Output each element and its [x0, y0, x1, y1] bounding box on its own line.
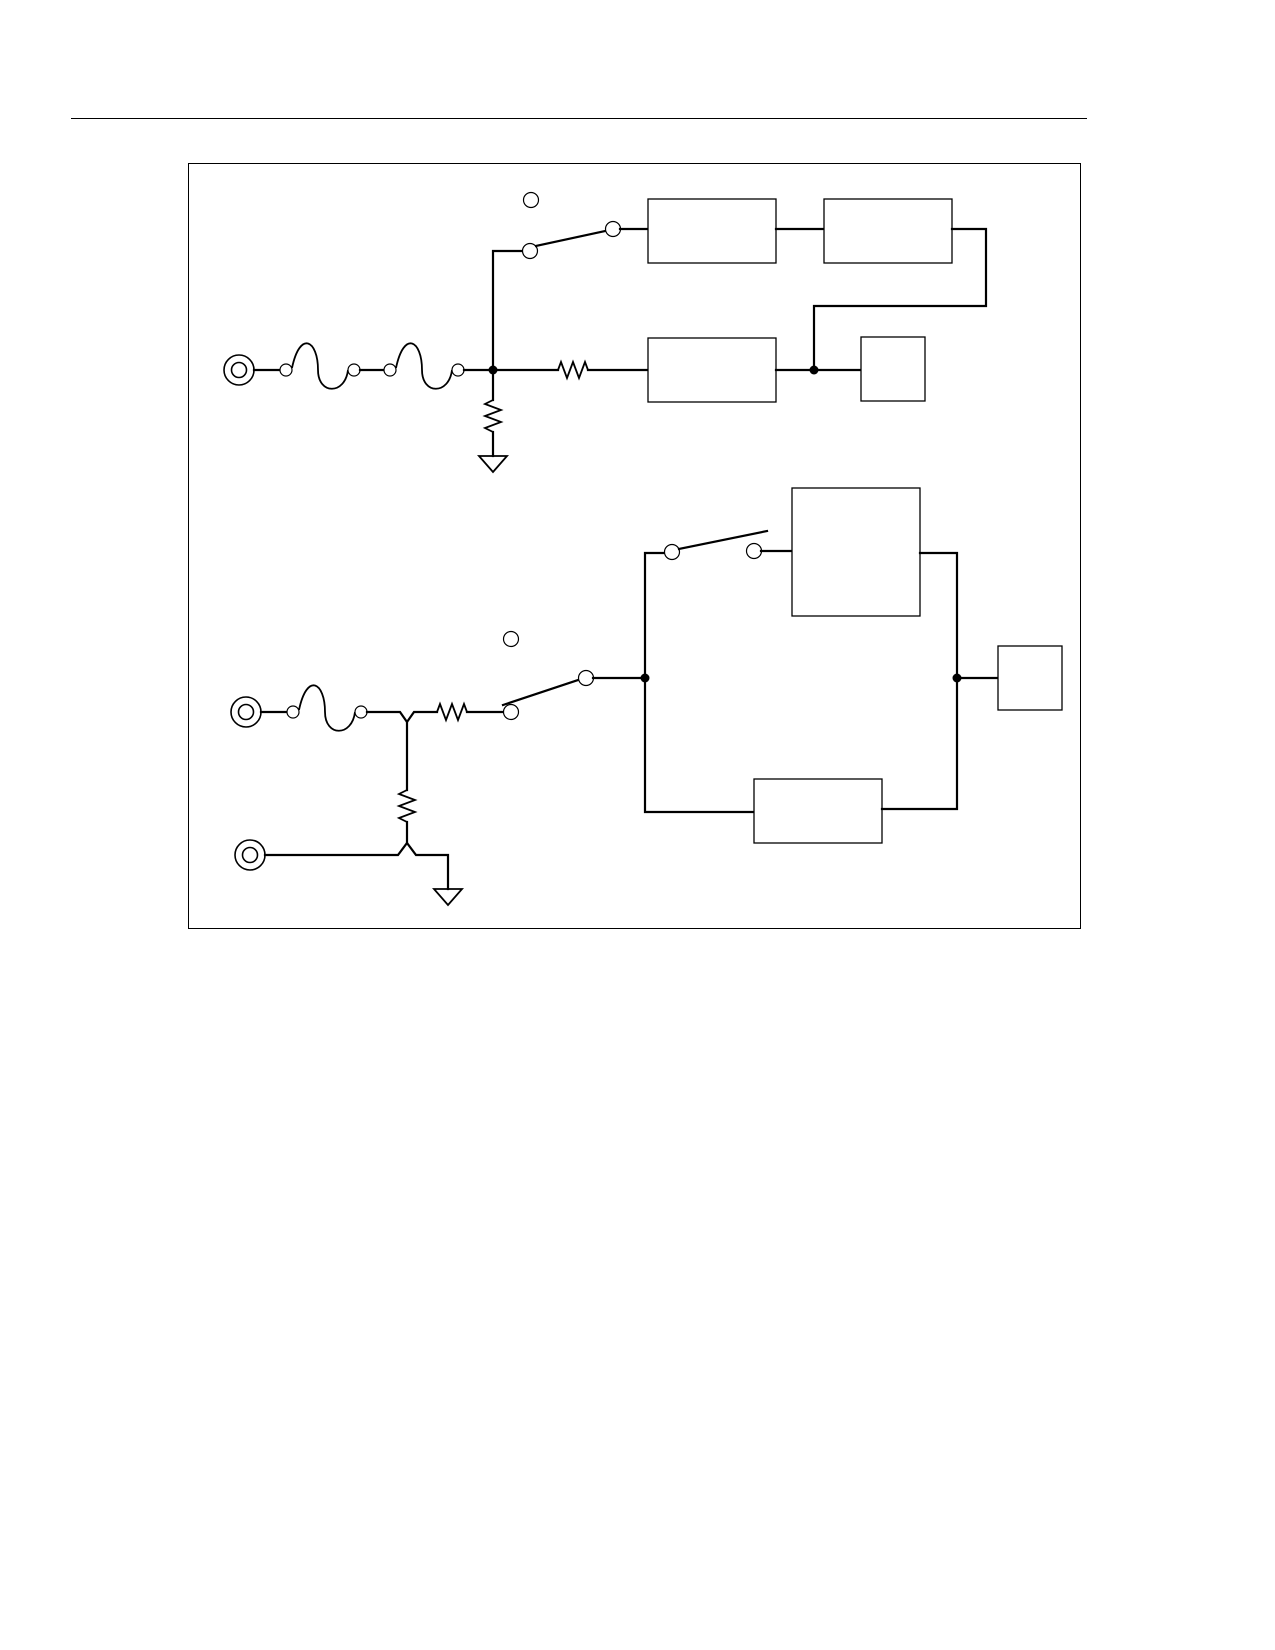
upper-shunt-resistor: [482, 399, 504, 433]
lower-series-resistor: [436, 701, 468, 723]
upper-block-c: [647, 337, 777, 403]
lower-block-large: [791, 487, 921, 617]
wire: [643, 551, 667, 680]
wire: [918, 551, 959, 680]
lower-circuit: [230, 487, 1063, 907]
lower-block-bottom: [753, 778, 883, 844]
upper-block-d: [860, 336, 926, 402]
upper-ground-symbol: [477, 455, 509, 474]
lower-switch-branch: [663, 529, 769, 561]
upper-input-jack: [223, 354, 255, 386]
upper-circuit: [223, 191, 988, 474]
page-header-rule: [71, 118, 1087, 119]
upper-block-b: [823, 198, 953, 264]
lower-common-jack: [234, 839, 266, 871]
wire: [643, 676, 756, 814]
wire: [880, 676, 959, 811]
wire: [263, 841, 450, 891]
lower-input-jack: [230, 696, 262, 728]
upper-fuse-1: [279, 342, 361, 390]
lower-switch-main: [501, 630, 595, 721]
diagram-frame: [188, 163, 1081, 929]
lower-block-output: [997, 645, 1063, 711]
upper-fuse-2: [383, 342, 465, 390]
upper-series-resistor: [557, 359, 589, 381]
junction-dot: [809, 365, 819, 375]
upper-switch: [521, 191, 622, 260]
lower-fuse: [286, 684, 368, 732]
wire: [365, 710, 439, 724]
wire: [812, 227, 988, 372]
lower-shunt-resistor: [396, 789, 418, 823]
upper-block-a: [647, 198, 777, 264]
lower-ground-symbol: [432, 888, 464, 907]
wire: [491, 249, 526, 372]
